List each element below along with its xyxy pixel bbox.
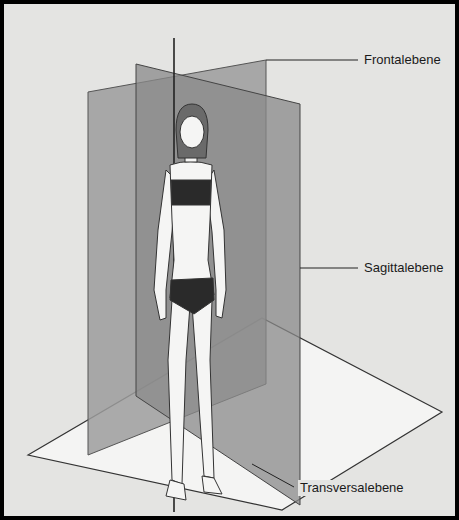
label-holder: Transversalebene: [298, 480, 406, 496]
plane-label: Sagittalebene: [362, 260, 446, 276]
label-holder: Sagittalebene: [362, 260, 446, 276]
plane-label: Frontalebene: [362, 52, 443, 68]
sagittal-plane: [136, 64, 300, 505]
human-figure: [154, 104, 226, 500]
label-holder: Frontalebene: [362, 52, 443, 68]
leader-line: [266, 60, 358, 61]
plane-label: Transversalebene: [298, 480, 406, 496]
leader-line: [300, 268, 358, 269]
leader-line: [252, 464, 294, 487]
